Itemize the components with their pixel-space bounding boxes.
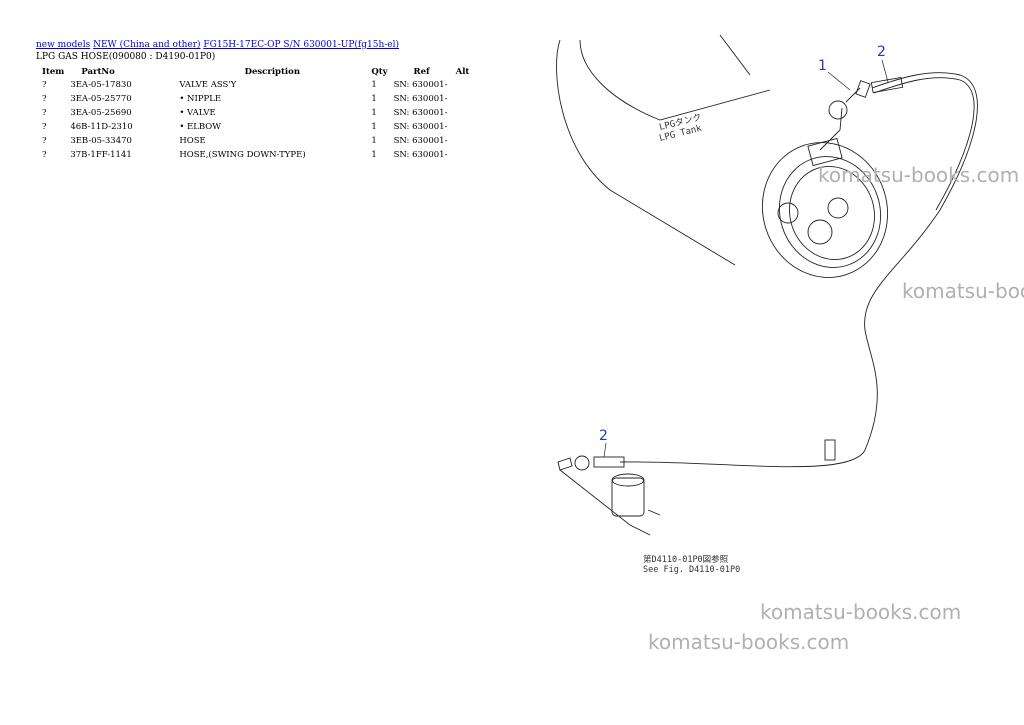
parts-table: Item PartNo Description Qty Ref Alt ? 3E… [36,66,479,162]
cell-alt [453,92,479,106]
cell-ref: SN: 630001- [393,94,448,104]
breadcrumb-link-new-models[interactable]: new models [36,40,91,50]
cell-description: HOSE [179,136,206,146]
cell-partno: 3EA-05-17830 [70,80,132,90]
cell-description: HOSE,(SWING DOWN-TYPE) [179,150,306,160]
cell-alt [453,148,479,162]
breadcrumb-link-model[interactable]: FG15H-17EC-OP S/N 630001-UP(fg15h-el) [203,40,400,50]
callout-2b-leader [603,442,607,458]
cell-partno: 37B-1FF-1141 [70,150,132,160]
cell-alt [453,120,479,134]
table-row: ? 3EB-05-33470 HOSE 1 SN: 630001- [36,134,479,148]
cell-qty: 1 [371,80,377,90]
gas-hose-drawing [557,72,978,536]
cell-item: ? [42,122,47,132]
callout-2b: 2 [599,428,608,444]
watermark-text: komatsu-books.com [648,630,850,654]
callout-2a: 2 [877,44,886,60]
see-fig-jp: 第D4110-01P0図参照 [643,554,729,565]
breadcrumb: new models NEW (China and other) FG15H-1… [36,40,399,50]
col-header-partno: PartNo [81,67,115,77]
table-row: ? 46B-11D-2310 • ELBOW 1 SN: 630001- [36,120,479,134]
cell-partno: 3EB-05-33470 [70,136,132,146]
cell-description: • ELBOW [179,122,221,132]
cell-description: • VALVE [179,108,216,118]
cell-alt [453,106,479,120]
parts-diagram: LPGタンク LPG Tank 1 2 2 第D4110-01P0図参照 See… [556,34,978,575]
callout-1-leader [827,71,851,91]
cell-item: ? [42,136,47,146]
watermark-text: komatsu-books.com [760,600,962,624]
table-header-row: Item PartNo Description Qty Ref Alt [36,66,479,78]
cell-qty: 1 [371,94,377,104]
callout-1: 1 [818,58,827,74]
cell-alt [453,78,479,92]
callout-2a-leader [881,59,889,83]
see-fig-en: See Fig. D4110-01P0 [643,565,740,575]
cell-ref: SN: 630001- [393,150,448,160]
cell-qty: 1 [371,150,377,160]
cell-item: ? [42,94,47,104]
table-row: ? 37B-1FF-1141 HOSE,(SWING DOWN-TYPE) 1 … [36,148,479,162]
cell-ref: SN: 630001- [393,122,448,132]
breadcrumb-link-region[interactable]: NEW (China and other) [93,40,201,50]
page-title: LPG GAS HOSE(090080 : D4190-01P0) [36,52,216,62]
col-header-description: Description [244,67,301,77]
cell-partno: 3EA-05-25770 [70,94,132,104]
cell-qty: 1 [371,122,377,132]
col-header-alt: Alt [455,67,470,77]
table-row: ? 3EA-05-17830 VALVE ASS'Y 1 SN: 630001- [36,78,479,92]
cell-partno: 3EA-05-25690 [70,108,132,118]
cell-description: • NIPPLE [179,94,222,104]
cell-ref: SN: 630001- [393,80,448,90]
watermark-text: komatsu-books.com [818,163,1020,187]
cell-description: VALVE ASS'Y [179,80,237,90]
cell-ref: SN: 630001- [393,108,448,118]
cell-qty: 1 [371,136,377,146]
lpg-tank-drawing [556,34,889,278]
col-header-qty: Qty [371,67,388,77]
cell-item: ? [42,80,47,90]
cell-ref: SN: 630001- [393,136,448,146]
col-header-item: Item [42,67,65,77]
watermark-text: komatsu-books.com [902,279,1024,303]
cell-partno: 46B-11D-2310 [70,122,133,132]
table-row: ? 3EA-05-25690 • VALVE 1 SN: 630001- [36,106,479,120]
col-header-ref: Ref [413,67,430,77]
cell-qty: 1 [371,108,377,118]
cell-alt [453,134,479,148]
cell-item: ? [42,108,47,118]
table-row: ? 3EA-05-25770 • NIPPLE 1 SN: 630001- [36,92,479,106]
cell-item: ? [42,150,47,160]
